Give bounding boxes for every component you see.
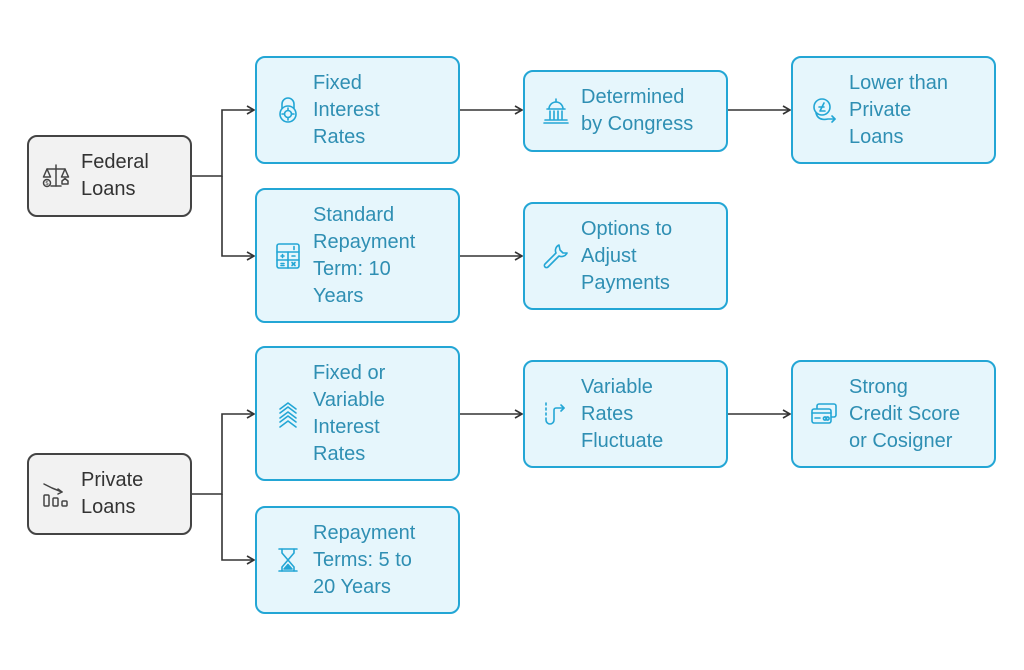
curved-arrow-icon: [541, 399, 571, 429]
node-fixed-interest-rates: Fixed Interest Rates: [255, 56, 460, 164]
node-label: Options to Adjust Payments: [581, 217, 673, 294]
connector-federal-term: [221, 176, 256, 261]
connector-private-terms: [221, 494, 256, 565]
coin-down-icon: [809, 95, 839, 125]
hourglass-icon: [273, 545, 303, 575]
lock-icon: [273, 95, 303, 125]
node-private-loans: Private Loans: [27, 453, 192, 535]
node-label: Fixed or Variable Interest Rates: [313, 361, 386, 465]
node-label: Fixed Interest Rates: [313, 71, 380, 148]
node-fixed-or-variable: Fixed or Variable Interest Rates: [255, 346, 460, 481]
node-label: Private Loans: [81, 469, 144, 518]
connector-federal-fixed: [192, 105, 256, 177]
node-variable-rates-fluctuate: Variable Rates Fluctuate: [523, 360, 728, 468]
node-strong-credit-score: Strong Credit Score or Cosigner: [791, 360, 996, 468]
wrench-icon: [541, 241, 571, 271]
node-label: Determined by Congress: [581, 86, 694, 135]
credit-cards-icon: [809, 399, 839, 429]
node-federal-loans: $ Federal Loans: [27, 135, 192, 217]
svg-text:$: $: [45, 180, 49, 187]
chevrons-up-icon: [273, 399, 303, 429]
node-determined-by-congress: Determined by Congress: [523, 70, 728, 152]
node-label: Standard Repayment Term: 10 Years: [313, 203, 416, 307]
node-label: Strong Credit Score or Cosigner: [849, 375, 961, 452]
scale-dollar-icon: $: [41, 161, 71, 191]
node-repayment-terms-private: Repayment Terms: 5 to 20 Years: [255, 506, 460, 614]
node-options-adjust-payments: Options to Adjust Payments: [523, 202, 728, 310]
node-label: Variable Rates Fluctuate: [581, 375, 664, 452]
node-label: Federal Loans: [81, 151, 149, 200]
capitol-icon: [541, 96, 571, 126]
node-lower-than-private: Lower than Private Loans: [791, 56, 996, 164]
node-standard-repayment-term: Standard Repayment Term: 10 Years: [255, 188, 460, 323]
declining-chart-icon: [41, 479, 71, 509]
calculator-icon: [273, 241, 303, 271]
node-label: Lower than Private Loans: [849, 71, 948, 148]
connector-private-fixedvar: [192, 409, 256, 495]
node-label: Repayment Terms: 5 to 20 Years: [313, 521, 416, 598]
